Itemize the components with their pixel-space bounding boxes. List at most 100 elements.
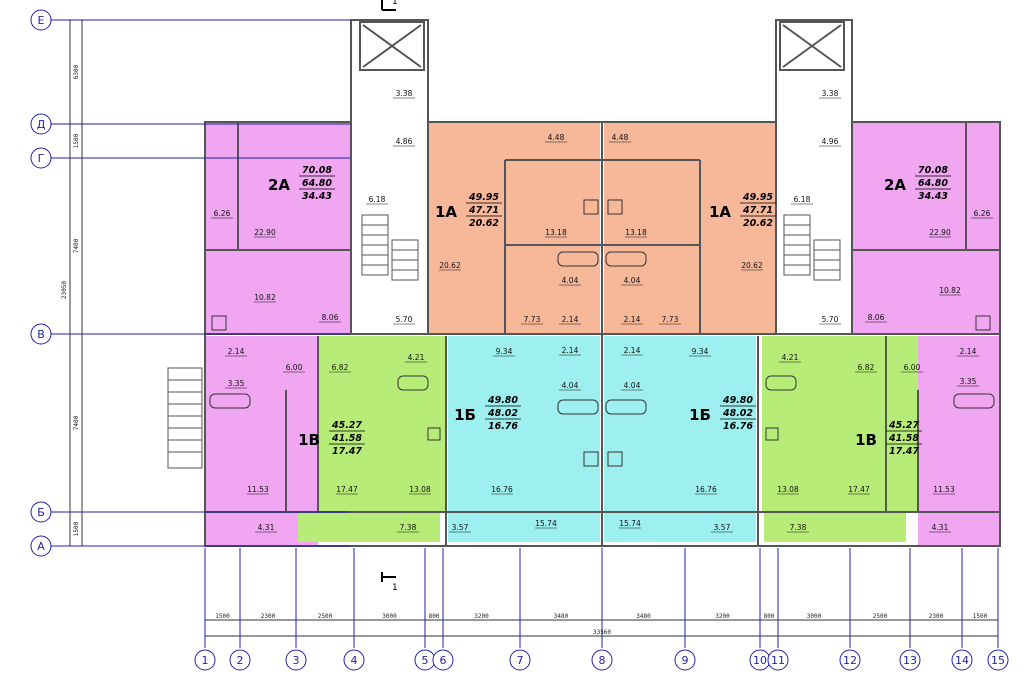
room-area: 4.04 bbox=[624, 381, 641, 390]
apartment-total-area: 45.27 bbox=[331, 420, 362, 431]
axis-bubble-number bbox=[987, 649, 1009, 671]
dim-vertical: 1500 bbox=[73, 133, 80, 148]
room-area: 11.53 bbox=[247, 485, 269, 494]
apt-1v-right-balcony-fill bbox=[764, 512, 906, 542]
room-area: 6.82 bbox=[858, 363, 875, 372]
stove-icon bbox=[975, 315, 991, 331]
axis-label-number: 15 bbox=[991, 654, 1005, 667]
apartment-living-area: 20.62 bbox=[743, 218, 773, 229]
room-area: 4.04 bbox=[562, 381, 579, 390]
axis-bubble-number bbox=[591, 649, 613, 671]
dim-horizontal: 800 bbox=[764, 613, 775, 620]
room-area: 6.00 bbox=[286, 363, 303, 372]
stove-icon bbox=[765, 427, 779, 441]
apartment-name: 2А bbox=[884, 176, 906, 194]
room-area: 20.62 bbox=[439, 261, 461, 270]
room-area: 6.82 bbox=[332, 363, 349, 372]
apartment-living-area: 16.76 bbox=[723, 421, 753, 432]
apt-2a-right-fill bbox=[852, 122, 1000, 334]
room-area: 2.14 bbox=[960, 347, 977, 356]
axis-label-number: 10 bbox=[753, 654, 767, 667]
apartment-total-area: 49.80 bbox=[722, 395, 753, 406]
room-area: 6.26 bbox=[974, 209, 991, 218]
dim-horizontal: 2300 bbox=[929, 613, 944, 620]
apt-1b-right-bottom-fill bbox=[604, 512, 756, 542]
room-area: 7.73 bbox=[662, 315, 679, 324]
axis-bubble-number bbox=[194, 649, 216, 671]
axis-label-number: 5 bbox=[422, 654, 429, 667]
apartment-labels: 2А70.0864.8034.431А49.9547.7120.621А49.9… bbox=[268, 165, 951, 457]
apartment-living-area: 20.62 bbox=[469, 218, 499, 229]
room-area: 8.06 bbox=[322, 313, 339, 322]
axis-bubble-number bbox=[432, 649, 454, 671]
apt-1b-left-bottom-fill bbox=[448, 512, 600, 542]
axis-label-number: 8 bbox=[599, 654, 606, 667]
room-area: 16.76 bbox=[491, 485, 513, 494]
axis-label-number: 13 bbox=[903, 654, 917, 667]
room-area: 2.14 bbox=[624, 346, 641, 355]
dim-vertical: 7400 bbox=[73, 415, 80, 430]
stove-icon bbox=[607, 451, 623, 467]
apartment-total-area: 70.08 bbox=[918, 165, 948, 176]
apt-1b-left-fill bbox=[448, 336, 600, 512]
room-area: 6.18 bbox=[369, 195, 386, 204]
dim-vertical: 6300 bbox=[73, 64, 80, 79]
dim-horizontal: 3480 bbox=[636, 613, 651, 620]
room-area: 8.06 bbox=[868, 313, 885, 322]
room-area: 4.96 bbox=[822, 137, 839, 146]
dim-vertical: 1500 bbox=[73, 521, 80, 536]
axis-bubble-number bbox=[767, 649, 789, 671]
apartment-total-area: 45.27 bbox=[888, 420, 919, 431]
stove-icon bbox=[427, 427, 441, 441]
apartment-living-total: 47.71 bbox=[468, 205, 499, 216]
axis-bubble-number bbox=[229, 649, 251, 671]
axis-bubble-number bbox=[951, 649, 973, 671]
axis-label-number: 4 bbox=[351, 654, 358, 667]
room-area: 10.82 bbox=[254, 293, 276, 302]
apt-1v-right-fill bbox=[762, 336, 918, 512]
bathtub-icon bbox=[209, 393, 251, 409]
room-area: 22.90 bbox=[254, 228, 276, 237]
bathtub-icon bbox=[765, 375, 797, 391]
axis-label-letter: Б bbox=[37, 506, 45, 519]
room-area: 2.14 bbox=[562, 346, 579, 355]
bathtub-icon bbox=[953, 393, 995, 409]
room-area: 9.34 bbox=[496, 347, 513, 356]
apt-1a-right-fill bbox=[604, 122, 776, 334]
axis-bubble-letter bbox=[30, 323, 52, 345]
room-area: 4.31 bbox=[932, 523, 949, 532]
axis-bubble-letter bbox=[30, 147, 52, 169]
stove-icon bbox=[607, 199, 623, 215]
stove-icon bbox=[583, 199, 599, 215]
axis-bubble-letter bbox=[30, 501, 52, 523]
dim-horizontal: 3000 bbox=[382, 613, 397, 620]
stairs bbox=[167, 214, 841, 469]
apartment-living-area: 34.43 bbox=[918, 191, 948, 202]
dim-horizontal-total: 33560 bbox=[593, 629, 611, 636]
apartment-living-total: 64.80 bbox=[918, 178, 948, 189]
room-area: 6.18 bbox=[794, 195, 811, 204]
apt-2a-left-fill bbox=[205, 122, 351, 334]
room-area: 3.38 bbox=[396, 89, 413, 98]
apartment-total-area: 70.08 bbox=[302, 165, 332, 176]
apartment-living-area: 17.47 bbox=[332, 446, 362, 457]
apt-1b-right-fill bbox=[604, 336, 756, 512]
room-area: 7.38 bbox=[400, 523, 417, 532]
room-area: 4.86 bbox=[396, 137, 413, 146]
apartment-name: 1В bbox=[855, 431, 877, 449]
axis-bubble-letter bbox=[30, 535, 52, 557]
axis-bubble-number bbox=[839, 649, 861, 671]
room-area: 3.35 bbox=[960, 377, 977, 386]
room-area: 4.48 bbox=[612, 133, 629, 142]
apartment-fills bbox=[205, 122, 1000, 546]
dim-horizontal: 2300 bbox=[261, 613, 276, 620]
axis-label-letter: А bbox=[37, 540, 45, 553]
axis-label-letter: Е bbox=[38, 14, 45, 27]
